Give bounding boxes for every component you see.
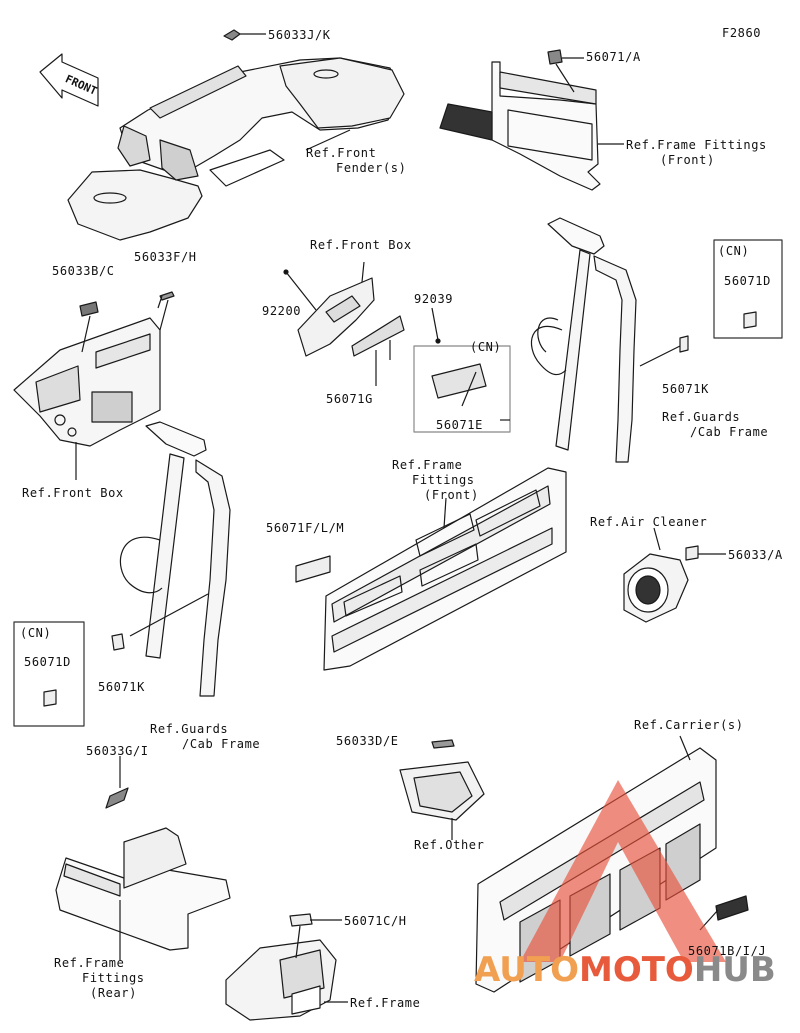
leader-lines	[157, 129, 510, 421]
part-56033a: 56033/A	[728, 548, 783, 562]
front-direction-arrow: FRONT	[39, 53, 99, 107]
part-56071ch: 56071C/H	[344, 914, 407, 928]
ref-frame-fittings-rear-line1: Ref.Frame	[54, 956, 125, 970]
ref-front-box-left: Ref.Front Box	[22, 486, 124, 500]
part-92039: 92039	[414, 292, 454, 306]
part-56033bc: 56033B/C	[52, 264, 115, 278]
ref-guards-left-line2: /Cab Frame	[182, 737, 261, 751]
air-cleaner	[623, 527, 726, 623]
frame-fittings-front-panel	[295, 467, 567, 671]
guards-cab-frame-left	[111, 421, 231, 697]
other-tray	[399, 739, 485, 840]
part-56071flm: 56071F/L/M	[266, 521, 345, 535]
ref-front-fender-line2: Fender(s)	[336, 161, 407, 175]
part-56033gi: 56033G/I	[86, 744, 149, 758]
part-56071d-right: 56071D	[724, 274, 771, 288]
part-56071e: 56071E	[436, 418, 483, 432]
ref-frame-fittings-mid-line1: Ref.Frame	[392, 458, 463, 472]
ref-frame-fittings-rear-line2: Fittings	[82, 971, 145, 985]
frame-fittings-rear	[55, 756, 231, 960]
part-56071d-left: 56071D	[24, 655, 71, 669]
frame-bottom	[225, 913, 348, 1021]
part-92200: 92200	[262, 304, 302, 318]
ref-front-box-top: Ref.Front Box	[310, 238, 412, 252]
watermark-part3: HUB	[693, 950, 776, 990]
watermark-text: AUTOMOTOHUB	[474, 950, 776, 990]
ref-frame-fittings-rear-line3: (Rear)	[90, 986, 137, 1000]
ref-guards-right-line2: /Cab Frame	[690, 425, 769, 439]
part-56071a: 56071/A	[586, 50, 641, 64]
ref-frame: Ref.Frame	[350, 996, 421, 1010]
watermark-part2: MOTO	[578, 950, 694, 990]
cn-label-left: (CN)	[20, 626, 52, 640]
label-56071e-decal	[431, 363, 487, 399]
ref-frame-fittings-front-top-line2: (Front)	[660, 153, 715, 167]
ref-frame-fittings-front-top-line1: Ref.Frame Fittings	[626, 138, 767, 152]
cn-label-right: (CN)	[718, 244, 750, 258]
watermark-part1: AUTO	[474, 950, 579, 990]
part-56033de: 56033D/E	[336, 734, 399, 748]
front-fender-assembly	[67, 29, 405, 241]
ref-guards-right-line1: Ref.Guards	[662, 410, 741, 424]
ref-front-fender-line1: Ref.Front	[306, 146, 377, 160]
cn-label-middle: (CN)	[470, 340, 502, 354]
ref-frame-fittings-mid-line2: Fittings	[412, 473, 475, 487]
ref-other: Ref.Other	[414, 838, 485, 852]
part-56071bij: 56071B/I/J	[688, 944, 767, 958]
part-56071k-right: 56071K	[662, 382, 709, 396]
part-56033jk: 56033J/K	[268, 28, 331, 42]
front-box-center	[283, 261, 441, 386]
front-box-left	[13, 291, 175, 480]
ref-carriers: Ref.Carrier(s)	[634, 718, 744, 732]
guards-cab-frame-right	[531, 217, 689, 463]
ref-guards-left-line1: Ref.Guards	[150, 722, 229, 736]
part-56033fh: 56033F/H	[134, 250, 197, 264]
frame-fittings-front-top	[439, 49, 624, 191]
figure-code: F2860	[722, 26, 762, 40]
cn-box-middle	[413, 345, 511, 433]
cn-box-right	[713, 239, 783, 339]
part-56071g: 56071G	[326, 392, 373, 406]
watermark-logo	[520, 780, 726, 962]
part-56071k-left: 56071K	[98, 680, 145, 694]
ref-air-cleaner: Ref.Air Cleaner	[590, 515, 708, 529]
ref-frame-fittings-mid-line3: (Front)	[424, 488, 479, 502]
cn-box-left	[13, 621, 85, 727]
